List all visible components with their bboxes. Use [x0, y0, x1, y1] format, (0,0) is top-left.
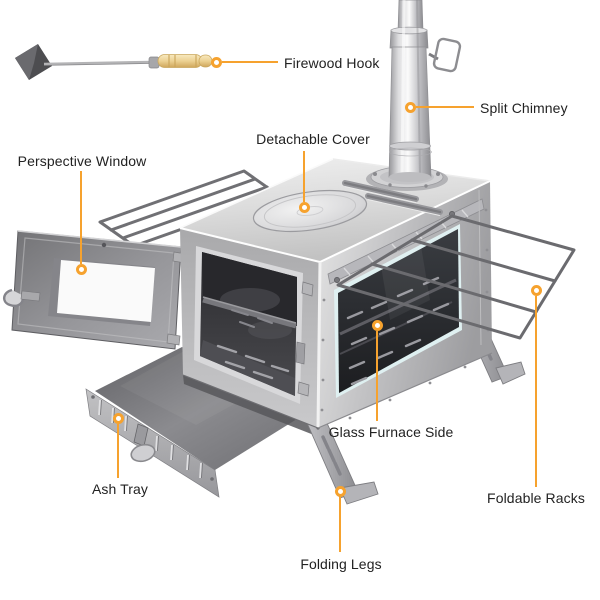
door-vent-hole	[101, 242, 107, 248]
ash-tray-handle	[130, 443, 156, 463]
door-hinge-bottom	[166, 333, 181, 346]
dot-folding-legs	[334, 485, 346, 497]
label-foldable-racks: Foldable Racks	[487, 490, 585, 506]
chimney-split-seam	[389, 141, 431, 151]
leader-ash-tray	[117, 424, 119, 478]
stove-body	[179, 158, 493, 429]
furnace-opening	[194, 246, 314, 404]
chimney-handle	[432, 37, 462, 73]
leader-detachable-cover	[303, 151, 305, 202]
label-detachable-cover: Detachable Cover	[256, 131, 370, 147]
hook-rod	[43, 60, 154, 66]
top-vent-grooves	[342, 180, 443, 216]
dot-firewood-hook	[210, 56, 222, 68]
dot-foldable-racks	[530, 284, 542, 296]
label-ash-tray: Ash Tray	[91, 481, 149, 497]
body-underside-shadow	[183, 375, 319, 437]
label-split-chimney: Split Chimney	[480, 100, 568, 116]
label-folding-legs: Folding Legs	[300, 556, 382, 572]
label-perspective-window: Perspective Window	[17, 153, 147, 169]
door-latch-keeper	[295, 341, 306, 365]
dot-glass-furnace-side	[371, 319, 383, 331]
leader-firewood-hook	[222, 61, 278, 63]
leader-glass-furnace-side	[376, 331, 378, 421]
leader-split-chimney	[416, 106, 474, 108]
leader-foldable-racks	[535, 296, 537, 487]
leader-perspective-window	[80, 171, 82, 264]
door-latch-handle	[3, 288, 24, 307]
dot-detachable-cover	[298, 201, 310, 213]
label-firewood-hook: Firewood Hook	[284, 55, 380, 71]
dot-split-chimney	[404, 101, 416, 113]
dot-ash-tray	[112, 412, 124, 424]
split-chimney-pipe	[366, 0, 462, 191]
hook-ferrule	[148, 56, 160, 69]
stove-door	[3, 230, 187, 350]
front-leg	[303, 411, 379, 505]
hook-wooden-handle	[157, 54, 203, 68]
door-window-glass	[57, 260, 155, 322]
dot-perspective-window	[75, 263, 87, 275]
detachable-cover-plate	[252, 189, 368, 233]
rivets	[320, 208, 490, 420]
firewood-hook-tool	[15, 44, 213, 80]
leader-folding-legs	[339, 497, 341, 552]
right-foldable-rack	[336, 214, 576, 340]
label-glass-furnace-side: Glass Furnace Side	[328, 424, 454, 440]
